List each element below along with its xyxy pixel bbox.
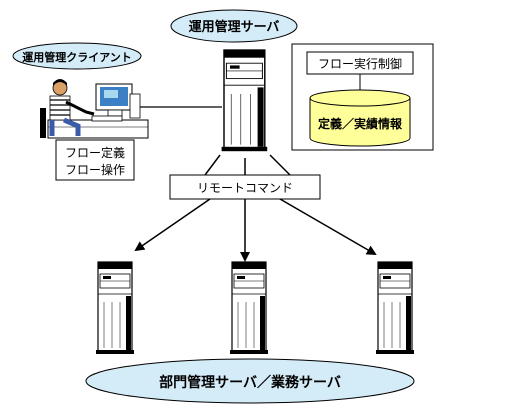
client-functions-box: フロー定義 フロー操作 [55,139,135,181]
client-function-define: フロー定義 [65,145,125,160]
database-cylinder-icon: 定義／実績情報 [309,89,411,147]
top-server-ellipse: 運用管理サーバ [170,9,298,43]
department-server-icon-right [375,261,415,355]
flow-control-label: フロー実行制御 [318,56,402,71]
remote-command-label: リモートコマンド [197,181,293,195]
department-server-icon-left [95,261,135,355]
person-at-computer-icon [40,79,149,139]
bottom-servers-ellipse: 部門管理サーバ／業務サーバ [85,358,415,404]
client-function-operate: フロー操作 [65,162,125,177]
department-server-icon-middle [229,261,269,355]
client-label: 運用管理クライアント [22,50,132,64]
database-label: 定義／実績情報 [318,116,403,131]
client-ellipse: 運用管理クライアント [12,42,142,70]
flow-control-panel: フロー実行制御 定義／実績情報 [291,43,434,151]
bottom-label: 部門管理サーバ／業務サーバ [159,374,341,391]
command-arrows [134,198,377,262]
top-server-label: 運用管理サーバ [189,19,280,35]
top-server-icon [220,49,268,152]
remote-command-box: リモートコマンド [169,174,321,200]
server-to-command-lines [204,154,291,176]
